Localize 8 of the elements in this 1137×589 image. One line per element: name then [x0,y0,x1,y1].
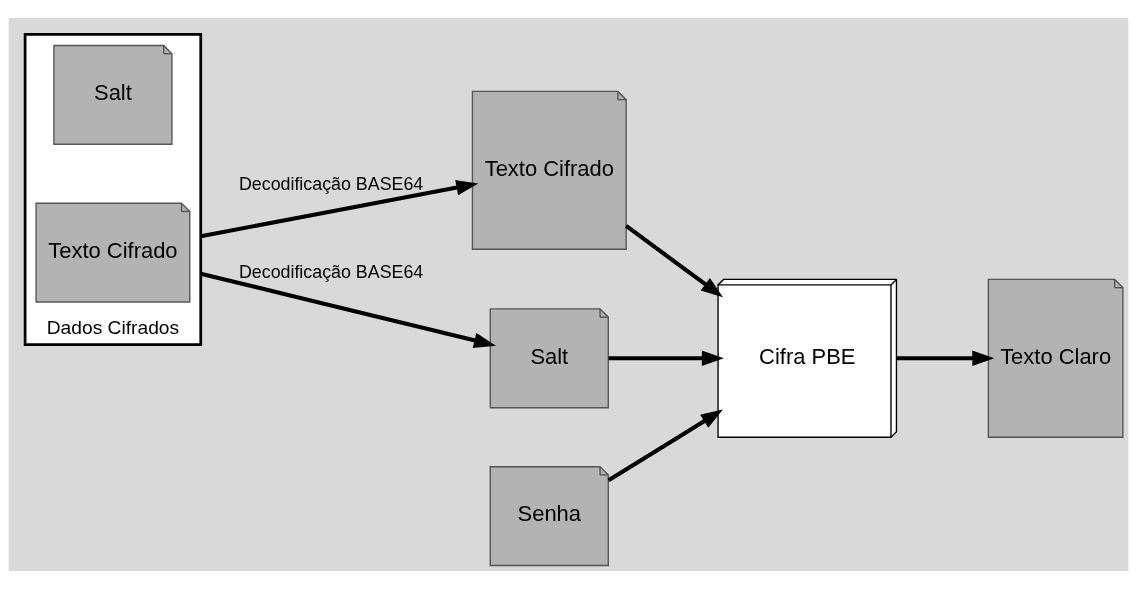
edge-label: Decodificação BASE64 [238,174,424,195]
arrow [200,271,496,348]
arrow [625,224,723,298]
arrow [607,409,723,483]
edge-label: Decodificação BASE64 [238,261,424,282]
arrow [896,350,995,366]
arrow [608,350,724,366]
arrow [200,180,479,239]
